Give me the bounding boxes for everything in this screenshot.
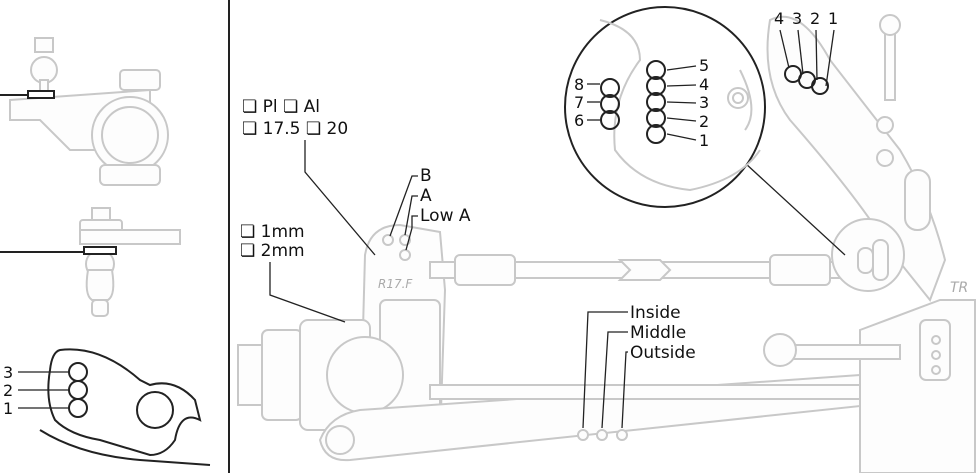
steering-arm-lower-edge <box>39 429 211 466</box>
steering-arm-outline <box>47 348 202 457</box>
steering-hole-3: 3 <box>3 363 13 382</box>
inset-outer-8: 8 <box>574 75 584 94</box>
hub-ball-stud-view <box>9 37 169 186</box>
arm-hole-inside: Inside <box>630 303 681 323</box>
frame-marking: R17.F <box>378 277 413 291</box>
steering-hole-2: 2 <box>3 381 13 400</box>
spacer-row-2: ❏ 2mm <box>240 241 305 261</box>
inset-inner-5: 5 <box>699 56 709 75</box>
top-hole-3: 3 <box>792 9 802 28</box>
cam-material-leader <box>304 140 376 256</box>
steering-holes <box>68 362 174 429</box>
inset-inner-4: 4 <box>699 75 709 94</box>
ball-stud-spacer <box>83 246 117 255</box>
tower-hole-a: A <box>420 186 432 206</box>
top-hole-2: 2 <box>810 9 820 28</box>
spacer-row-1: ❏ 1mm <box>240 222 305 242</box>
inset-inner-2: 2 <box>699 112 709 131</box>
spacer-leader <box>269 262 346 323</box>
edge-marking: TR <box>950 280 968 296</box>
top-rocker-holes <box>784 65 829 95</box>
cam-material-row-1: ❏ Pl ❏ Al <box>242 97 320 117</box>
hub-spacer <box>27 90 55 99</box>
inset-inner-1: 1 <box>699 131 709 150</box>
tower-hole-low-a: Low A <box>420 206 471 226</box>
top-hole-4: 4 <box>774 9 784 28</box>
arm-hole-outside: Outside <box>630 343 696 363</box>
inset-outer-6: 6 <box>574 111 584 130</box>
inset-outer-7: 7 <box>574 93 584 112</box>
tower-hole-b: B <box>420 166 432 186</box>
steering-hole-1: 1 <box>3 399 13 418</box>
cam-material-row-2: ❏ 17.5 ❏ 20 <box>242 119 348 139</box>
top-hole-1: 1 <box>828 9 838 28</box>
ball-stud-side-view <box>79 207 181 317</box>
magnified-inset <box>564 6 846 256</box>
inset-inner-3: 3 <box>699 93 709 112</box>
arm-hole-middle: Middle <box>630 323 686 343</box>
